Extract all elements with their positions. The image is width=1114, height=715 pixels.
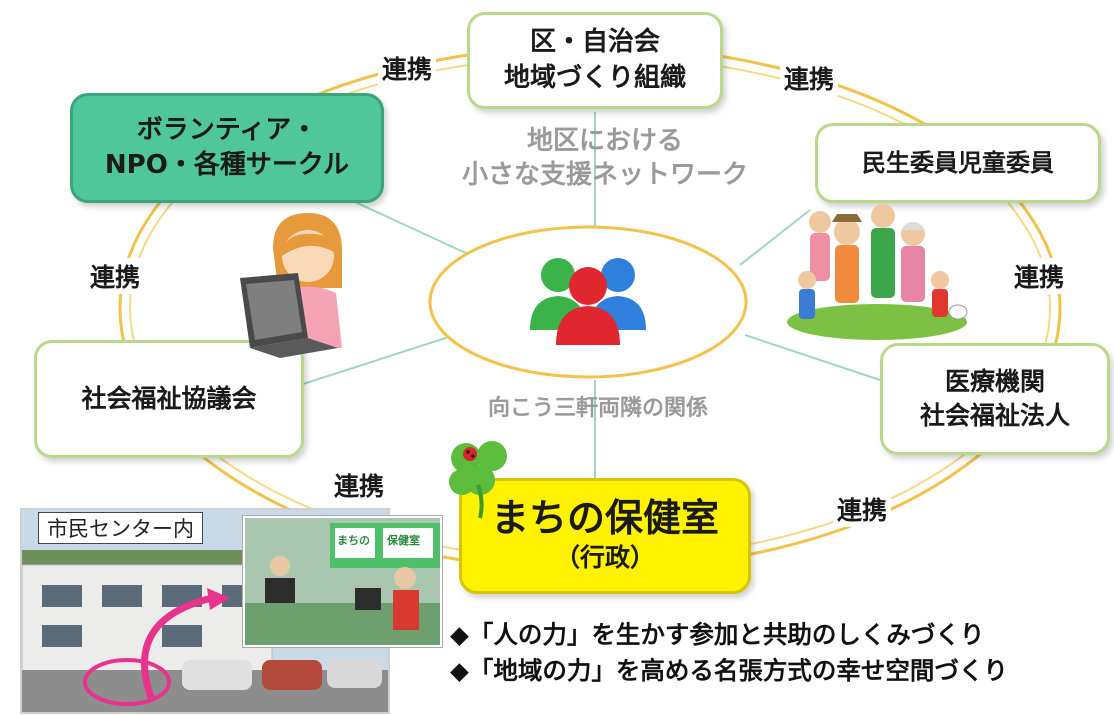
link-label-right: 連携 (1010, 258, 1069, 294)
clover-ladybug-icon (449, 441, 507, 519)
people-group-icon (530, 258, 646, 345)
link-label-left: 連携 (86, 258, 145, 294)
center-network-text: 地区における 小さな支援ネットワーク (440, 125, 770, 193)
photo-caption: 市民センター内 (38, 512, 203, 544)
spokes (299, 112, 881, 478)
node-shakyo-label: 社会福祉協議会 (81, 384, 257, 414)
family-icon (787, 204, 968, 340)
link-label-bottom-right: 連携 (833, 491, 892, 527)
node-volunteer-line2: NPO・各種サークル (104, 150, 350, 180)
node-hokenshitsu-subtitle: （行政） (554, 542, 655, 572)
bullet-1: ◆「人の力」を生かす参加と共助のしくみづくり (450, 620, 985, 649)
node-iryo: 医療機関 社会福祉法人 (880, 343, 1110, 455)
node-volunteer-line1: ボランティア・ (136, 114, 318, 145)
sign-left: まちの (337, 534, 370, 547)
bullet-2: ◆「地域の力」を高める名張方式の幸せ空間づくり (450, 656, 1008, 685)
interior-illustration (245, 518, 440, 645)
center-network-line1: 地区における (526, 126, 683, 156)
woman-laptop-icon (240, 213, 343, 358)
node-ku-jichikai-line1: 区・自治会 (529, 27, 660, 58)
node-minsei-label: 民生委員児童委員 (862, 148, 1054, 177)
node-volunteer: ボランティア・ NPO・各種サークル (70, 93, 384, 203)
node-shakyo: 社会福祉協議会 (34, 340, 304, 458)
node-ku-jichikai-line2: 地域づくり組織 (503, 62, 686, 93)
node-minsei: 民生委員児童委員 (815, 123, 1101, 203)
center-network-line2: 小さな支援ネットワーク (461, 159, 748, 190)
link-label-top-left: 連携 (378, 50, 437, 86)
photo-hokenshitsu-interior: まちの 保健室 (243, 516, 442, 647)
node-iryo-line1: 医療機関 (944, 367, 1045, 397)
node-iryo-line2: 社会福祉法人 (919, 401, 1070, 430)
link-label-top-right: 連携 (780, 60, 839, 96)
center-relation-text: 向こう三軒両隣の関係 (487, 396, 708, 421)
node-hokenshitsu: まちの保健室 （行政） (459, 478, 751, 594)
node-ku-jichikai: 区・自治会 地域づくり組織 (467, 12, 723, 109)
sign-right: 保健室 (387, 534, 420, 547)
node-hokenshitsu-title: まちの保健室 (490, 496, 719, 541)
link-label-bottom-left: 連携 (330, 467, 389, 503)
